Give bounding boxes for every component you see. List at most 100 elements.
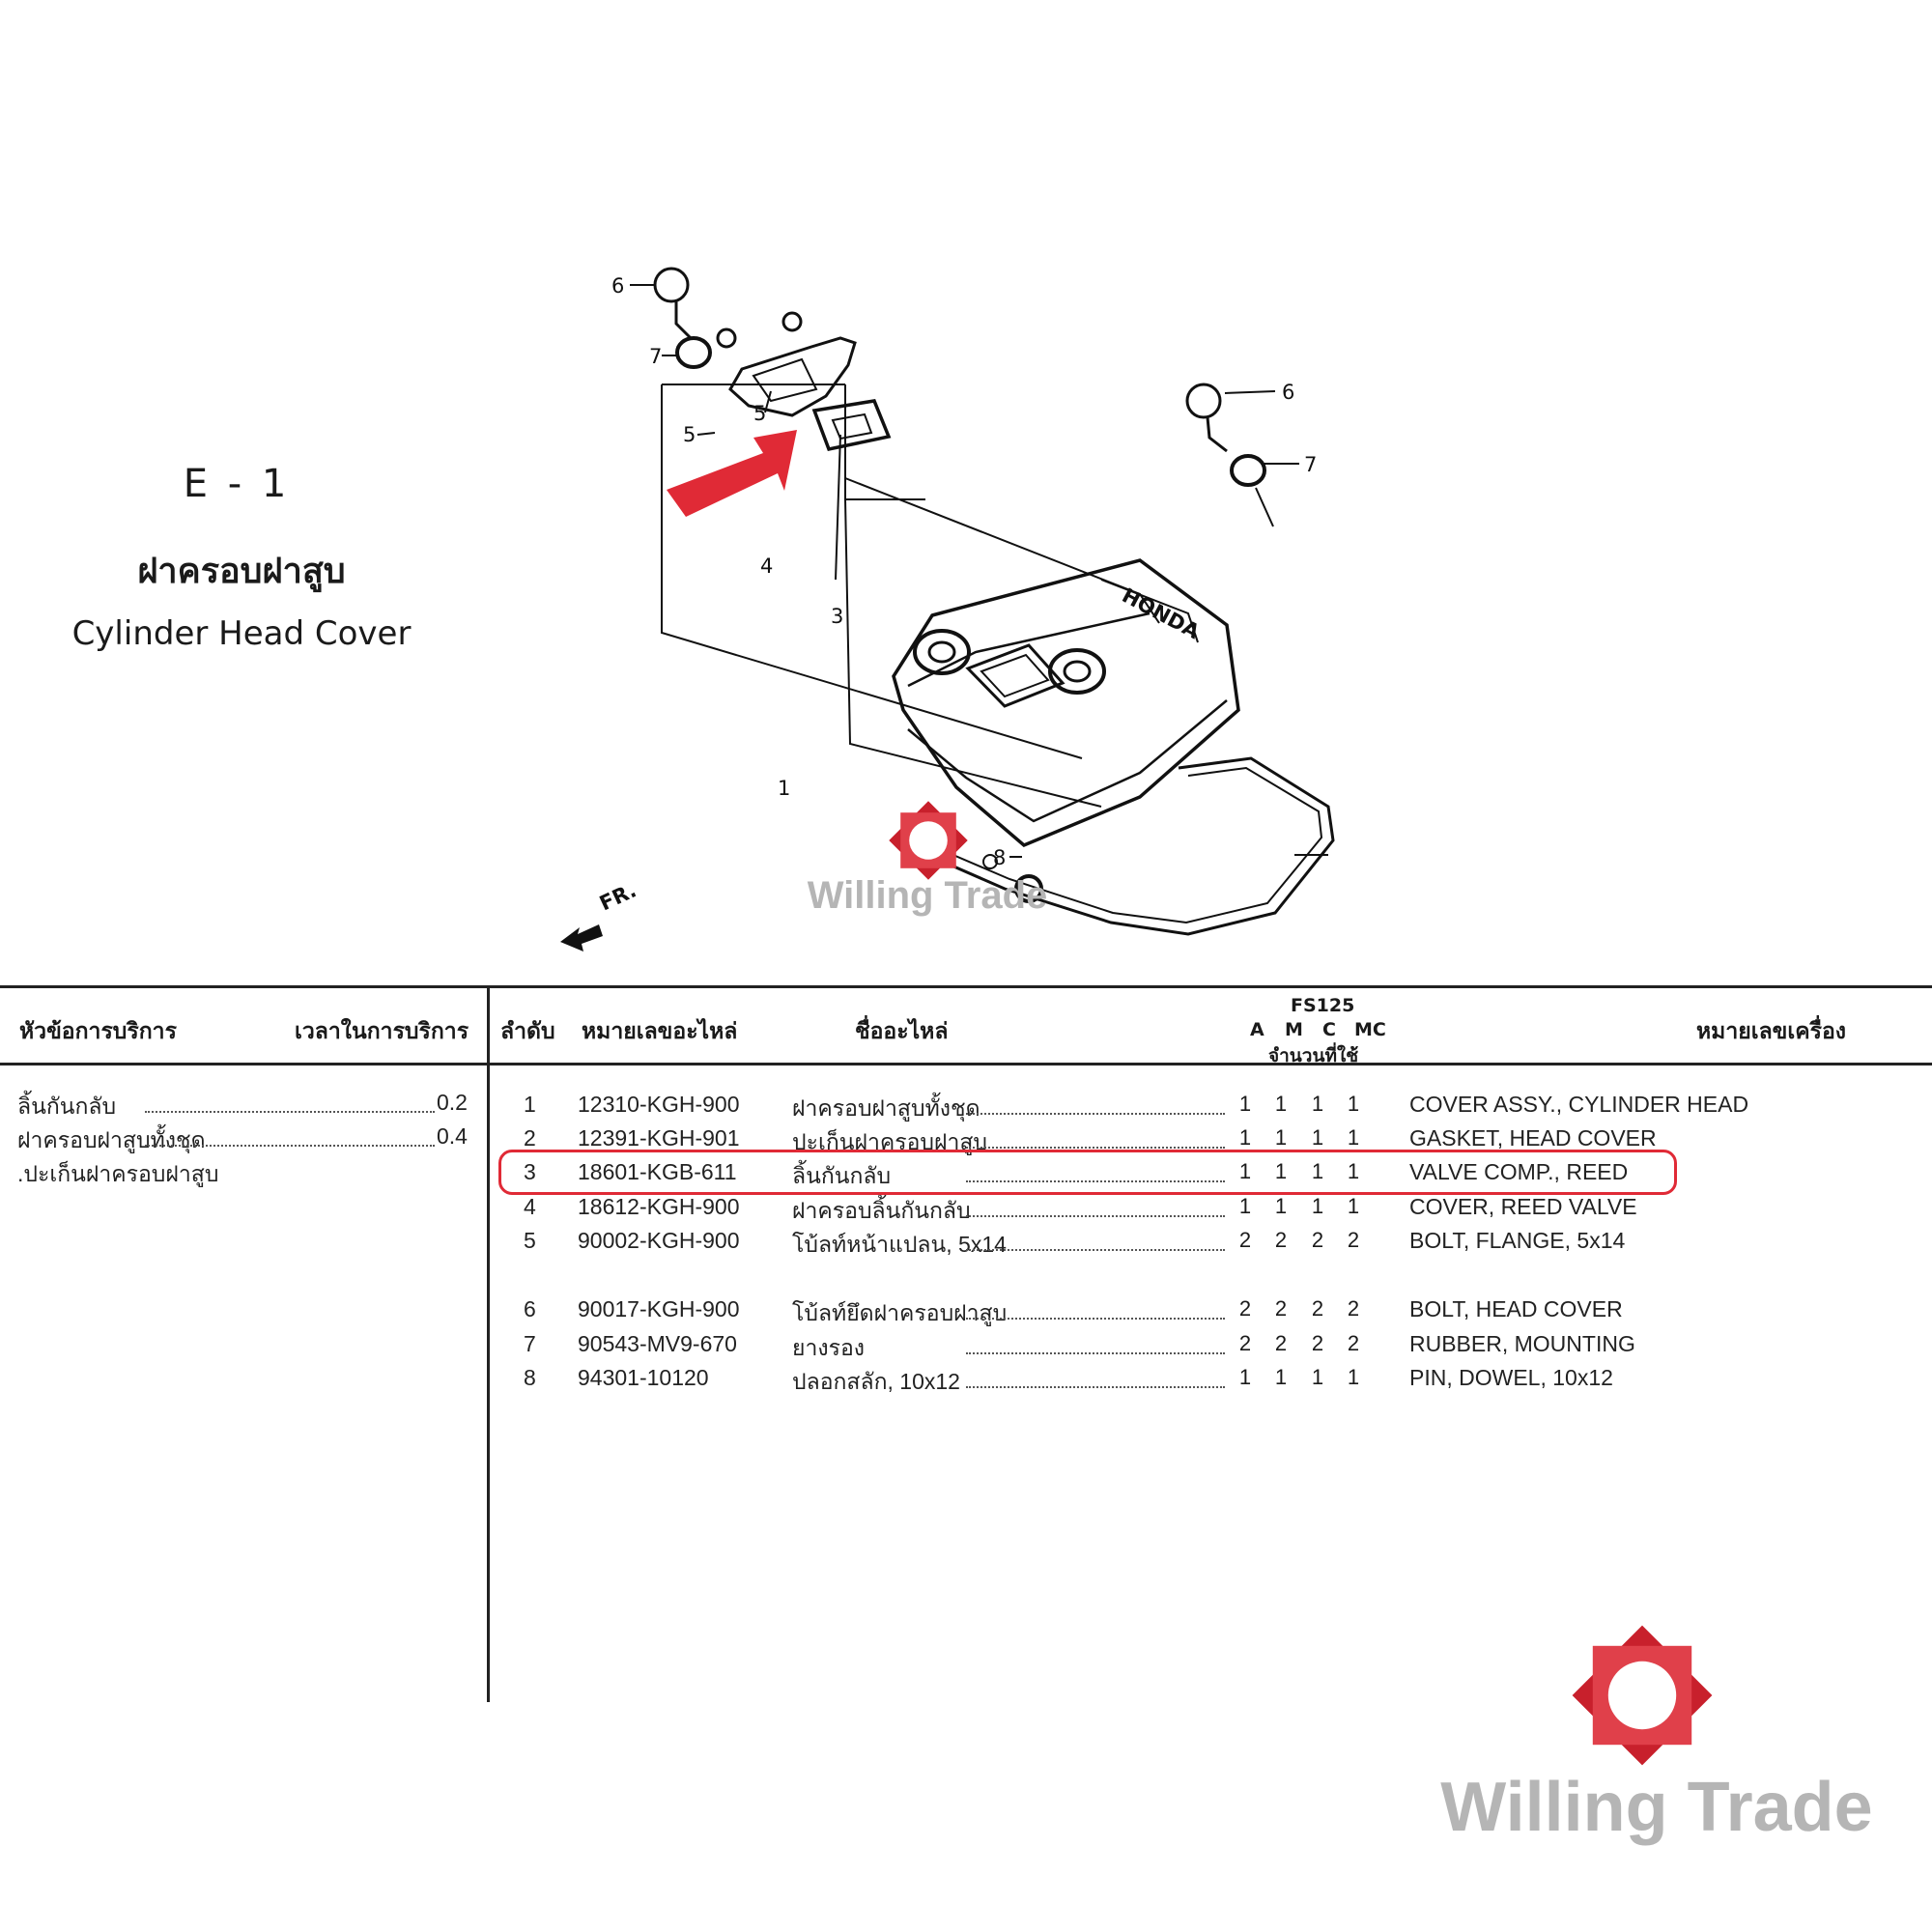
part-number: 18601-KGB-611 [578, 1159, 737, 1184]
dowel-pin-shape [1014, 874, 1043, 903]
part-index: 8 [524, 1365, 536, 1390]
quantity-value: 1 [1311, 1194, 1324, 1218]
part-index: 4 [524, 1194, 536, 1219]
reed-valve-shape [811, 399, 892, 452]
quantity-value: 1 [1238, 1365, 1252, 1389]
service-topic-name: ฝาครอบฝาสูบทั้งชุด [17, 1127, 206, 1152]
section-title-thai: ฝาครอบฝาสูบ [137, 552, 346, 591]
part-name-english: COVER, REED VALVE [1409, 1194, 1637, 1219]
part-number: 12391-KGH-901 [578, 1125, 740, 1151]
dot-leader [966, 1147, 1225, 1149]
part-number: 94301-10120 [578, 1365, 709, 1390]
dot-leader [966, 1180, 1225, 1182]
dot-leader [966, 1215, 1225, 1217]
quantity-value: 2 [1311, 1331, 1324, 1355]
cylinder-head-cover-shape [1048, 648, 1106, 695]
header-service-time: เวลาในการบริการ [295, 1019, 469, 1044]
quantity-value: 2 [1274, 1296, 1288, 1321]
callout-number: 5 [753, 402, 766, 425]
dot-leader [966, 1386, 1225, 1388]
header-variant-mc: MC [1354, 1019, 1386, 1040]
assembly-bracket-line [661, 384, 1083, 759]
part-number: 18612-KGH-900 [578, 1194, 740, 1219]
quantity-value: 1 [1347, 1194, 1360, 1218]
callout-number: 3 [831, 605, 843, 628]
table-top-rule [0, 985, 1932, 988]
service-topic-name: ลิ้นกันกลับ [17, 1094, 117, 1119]
part-name-thai: ฝาครอบฝาสูบทั้งชุด [792, 1095, 980, 1121]
dot-leader [145, 1111, 435, 1113]
quantity-value: 2 [1274, 1228, 1288, 1252]
reed-valve-cover-shape [752, 357, 818, 403]
head-cover-gasket-shape [934, 766, 1323, 924]
reed-valve-shape [831, 412, 873, 440]
dot-leader [966, 1113, 1225, 1115]
exploded-parts-diagram: FR. HONDA 1 2 3 4 5 5 6 6 7 7 8 [560, 267, 1335, 952]
quantity-value: 2 [1311, 1228, 1324, 1252]
willing-trade-logo-icon [1572, 1625, 1713, 1766]
quantity-value: 2 [1347, 1228, 1360, 1252]
flange-bolt-shape [716, 327, 737, 349]
rubber-mounting-shape [1230, 454, 1266, 487]
section-title-english: Cylinder Head Cover [71, 614, 412, 653]
quantity-value: 1 [1347, 1092, 1360, 1116]
cylinder-head-cover-shape [907, 699, 1228, 823]
willing-trade-logo-icon [889, 801, 968, 880]
quantity-value: 2 [1347, 1331, 1360, 1355]
leader-line [1255, 487, 1274, 527]
header-service-topic: หัวข้อการบริการ [19, 1019, 177, 1044]
header-variant-c: C [1322, 1019, 1336, 1040]
watermark-text: Willing Trade [807, 874, 1048, 917]
part-name-english: GASKET, HEAD COVER [1409, 1125, 1657, 1151]
part-name-english: BOLT, FLANGE, 5x14 [1409, 1228, 1626, 1253]
part-name-english: BOLT, HEAD COVER [1409, 1296, 1623, 1321]
header-part-name: ชื่ออะไหล่ [855, 1019, 949, 1044]
part-name-thai: โบ้ลท์หน้าแปลน, 5x14 [792, 1232, 1007, 1257]
part-number: 90002-KGH-900 [578, 1228, 740, 1253]
quantity-value: 1 [1274, 1159, 1288, 1183]
quantity-value: 2 [1274, 1331, 1288, 1355]
table-header-rule [0, 1063, 1932, 1065]
service-time-value: 0.4 [437, 1123, 468, 1149]
header-variant-m: M [1285, 1019, 1303, 1040]
callout-number: 7 [649, 345, 662, 368]
part-index: 5 [524, 1228, 536, 1253]
header-variant-a: A [1250, 1019, 1264, 1040]
quantity-value: 1 [1238, 1125, 1252, 1150]
quantity-value: 2 [1238, 1228, 1252, 1252]
section-code: E - 1 [183, 462, 291, 506]
front-arrow-icon [560, 924, 603, 952]
quantity-value: 1 [1347, 1125, 1360, 1150]
leader-line [835, 434, 841, 581]
quantity-value: 1 [1238, 1159, 1252, 1183]
header-qty-label: จำนวนที่ใช้ [1268, 1045, 1359, 1066]
part-index: 1 [524, 1092, 536, 1117]
header-part-number: หมายเลขอะไหล่ [582, 1019, 738, 1044]
part-name-thai: ยางรอง [792, 1335, 866, 1360]
quantity-value: 1 [1347, 1159, 1360, 1183]
part-name-thai: ลิ้นกันกลับ [792, 1163, 892, 1188]
dot-leader [966, 1318, 1225, 1320]
quantity-value: 1 [1274, 1365, 1288, 1389]
leader-line [696, 432, 716, 436]
front-label: FR. [596, 878, 639, 915]
quantity-value: 1 [1347, 1365, 1360, 1389]
callout-number: 7 [1304, 453, 1317, 476]
leader-line [1224, 390, 1276, 394]
leader-line [764, 390, 772, 413]
cylinder-head-cover-shape [965, 643, 1065, 708]
flange-bolt-shape [781, 311, 803, 332]
cylinder-head-cover-shape [913, 629, 971, 675]
part-index: 7 [524, 1331, 536, 1356]
bolt-head-shape [653, 267, 690, 303]
part-number: 90017-KGH-900 [578, 1296, 740, 1321]
part-number: 12310-KGH-900 [578, 1092, 740, 1117]
callout-number: 6 [611, 274, 624, 298]
watermark-text: Willing Trade [1440, 1769, 1873, 1846]
part-name-english: PIN, DOWEL, 10x12 [1409, 1365, 1613, 1390]
dot-leader [966, 1352, 1225, 1354]
quantity-value: 1 [1238, 1194, 1252, 1218]
quantity-value: 1 [1274, 1125, 1288, 1150]
part-name-english: VALVE COMP., REED [1409, 1159, 1629, 1184]
callout-number: 5 [683, 423, 696, 446]
